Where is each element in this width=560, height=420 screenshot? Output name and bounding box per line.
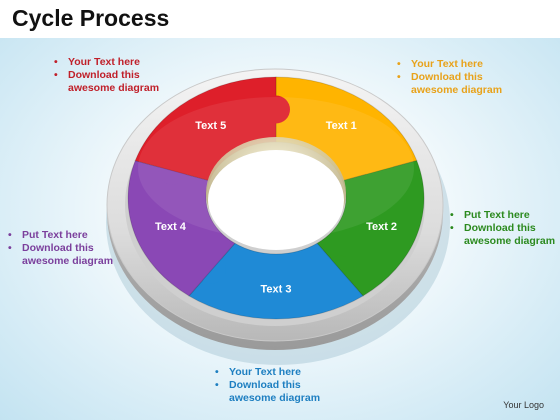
labels-group: Text 1 Text 2 Text 3 Text 4 Text 5 — [155, 120, 397, 296]
page-title: Cycle Process — [12, 5, 170, 31]
center-hole — [208, 150, 344, 250]
note-purple-item-2: Download this awesome diagram — [6, 242, 118, 268]
note-green-item-1: Put Text here — [448, 209, 560, 222]
segment-label-2: Text 2 — [366, 221, 397, 233]
note-red-item-2: Download this awesome diagram — [52, 69, 168, 95]
note-green-item-2: Download this awesome diagram — [448, 222, 560, 248]
note-red-item-1: Your Text here — [52, 56, 168, 69]
puzzle-tab-5 — [262, 95, 290, 124]
header-band: Cycle Process — [0, 0, 560, 38]
segment-4 — [127, 160, 236, 297]
note-red: Your Text here Download this awesome dia… — [52, 56, 168, 95]
segment-3 — [188, 242, 364, 320]
segment-label-5: Text 5 — [195, 120, 226, 132]
note-orange-item-1: Your Text here — [395, 58, 511, 71]
note-purple: Put Text here Download this awesome diag… — [6, 229, 118, 268]
note-orange-item-2: Download this awesome diagram — [395, 71, 511, 97]
note-green: Put Text here Download this awesome diag… — [448, 209, 560, 248]
note-blue-item-2: Download this awesome diagram — [213, 379, 325, 405]
segment-label-4: Text 4 — [155, 221, 187, 233]
note-purple-item-1: Put Text here — [6, 229, 118, 242]
segment-label-3: Text 3 — [261, 284, 292, 296]
note-orange: Your Text here Download this awesome dia… — [395, 58, 511, 97]
segment-label-1: Text 1 — [326, 120, 357, 132]
logo-text: Your Logo — [503, 400, 544, 410]
note-blue-item-1: Your Text here — [213, 366, 325, 379]
note-blue: Your Text here Download this awesome dia… — [213, 366, 325, 405]
segments-group — [127, 76, 425, 320]
